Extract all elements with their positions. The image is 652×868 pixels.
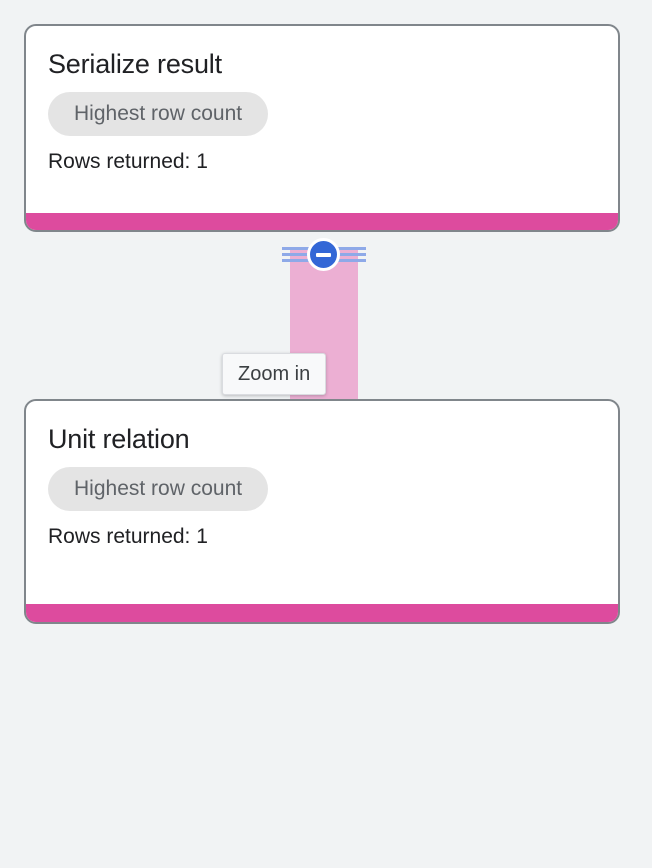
node-rows-returned: Rows returned: 1 (48, 150, 208, 173)
node-badge-highest-row-count: Highest row count (48, 467, 269, 511)
tooltip-zoom-in: Zoom in (222, 353, 327, 395)
graph-node-serialize-result[interactable]: Serialize result Highest row count Rows … (24, 24, 620, 232)
node-accent-bar (26, 604, 618, 622)
node-accent-bar (26, 213, 618, 230)
minus-glyph (316, 252, 331, 257)
node-title: Unit relation (48, 424, 190, 454)
node-badge-highest-row-count: Highest row count (48, 92, 269, 136)
minus-circle-icon[interactable] (307, 238, 340, 271)
graph-node-unit-relation[interactable]: Unit relation Highest row count Rows ret… (24, 399, 620, 624)
node-body: Unit relation Highest row count Rows ret… (26, 401, 618, 550)
node-body: Serialize result Highest row count Rows … (26, 26, 618, 175)
node-title: Serialize result (48, 49, 222, 79)
node-rows-returned: Rows returned: 1 (48, 525, 208, 548)
